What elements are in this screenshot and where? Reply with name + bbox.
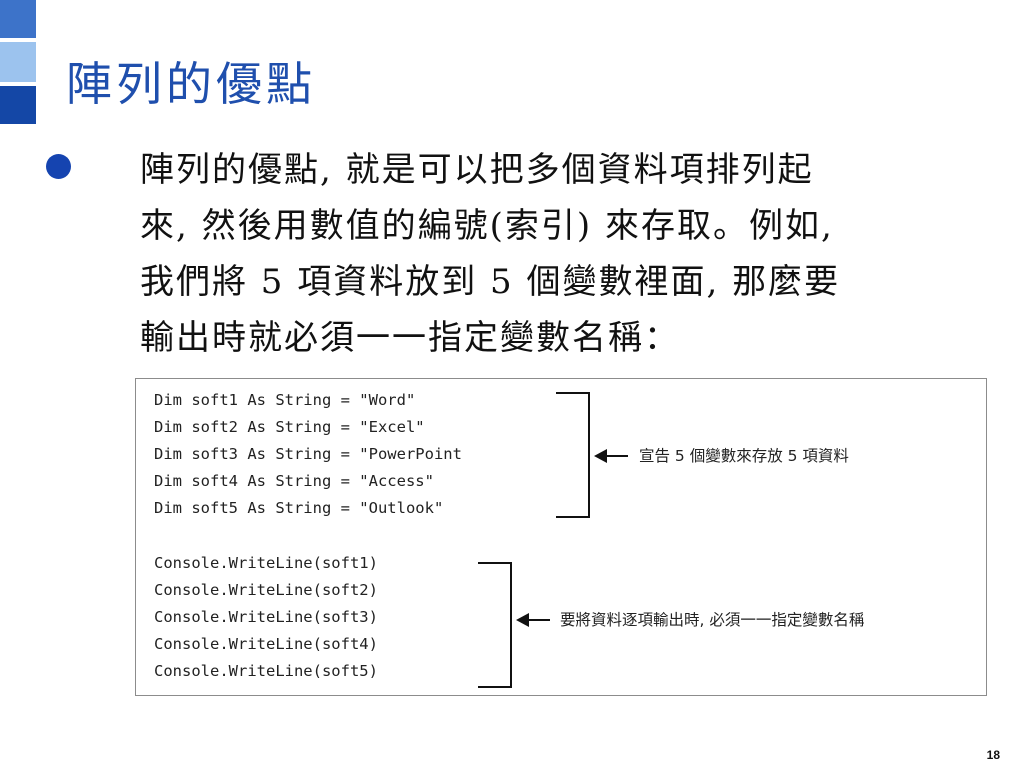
code-line-declaration: Dim soft3 As String = "PowerPoint: [154, 445, 462, 463]
left-arrow-icon: [594, 449, 628, 463]
decor-square-top: [0, 0, 36, 38]
code-line-declaration: Dim soft1 As String = "Word": [154, 391, 416, 409]
code-line-output: Console.WriteLine(soft4): [154, 635, 378, 653]
code-example-box: Dim soft1 As String = "Word" Dim soft2 A…: [135, 378, 987, 696]
body-line: 輸出時就必須一一指定變數名稱：: [140, 318, 680, 358]
code-line-declaration: Dim soft2 As String = "Excel": [154, 418, 425, 436]
declarations-note: 宣告 5 個變數來存放 5 項資料: [639, 447, 849, 465]
body-line: 來, 然後用數值的編號(索引) 來存取。例如,: [140, 206, 834, 246]
outputs-bracket: [478, 562, 512, 688]
decor-square-middle: [0, 42, 36, 82]
page-number: 18: [986, 748, 1000, 762]
body-line: 我們將 5 項資料放到 5 個變數裡面, 那麼要: [140, 262, 841, 302]
code-line-declaration: Dim soft4 As String = "Access": [154, 472, 434, 490]
left-arrow-icon: [516, 613, 550, 627]
body-line: 陣列的優點, 就是可以把多個資料項排列起: [140, 150, 814, 190]
code-line-output: Console.WriteLine(soft2): [154, 581, 378, 599]
code-line-output: Console.WriteLine(soft1): [154, 554, 378, 572]
slide-title: 陣列的優點: [66, 57, 316, 111]
code-line-output: Console.WriteLine(soft5): [154, 662, 378, 680]
body-paragraph: 陣列的優點, 就是可以把多個資料項排列起 來, 然後用數值的編號(索引) 來存取…: [140, 142, 1000, 366]
outputs-note: 要將資料逐項輸出時, 必須一一指定變數名稱: [560, 611, 865, 629]
declarations-bracket: [556, 392, 590, 518]
bullet-dot-icon: [46, 154, 71, 179]
code-line-output: Console.WriteLine(soft3): [154, 608, 378, 626]
code-line-declaration: Dim soft5 As String = "Outlook": [154, 499, 444, 517]
decor-square-bottom: [0, 86, 36, 124]
